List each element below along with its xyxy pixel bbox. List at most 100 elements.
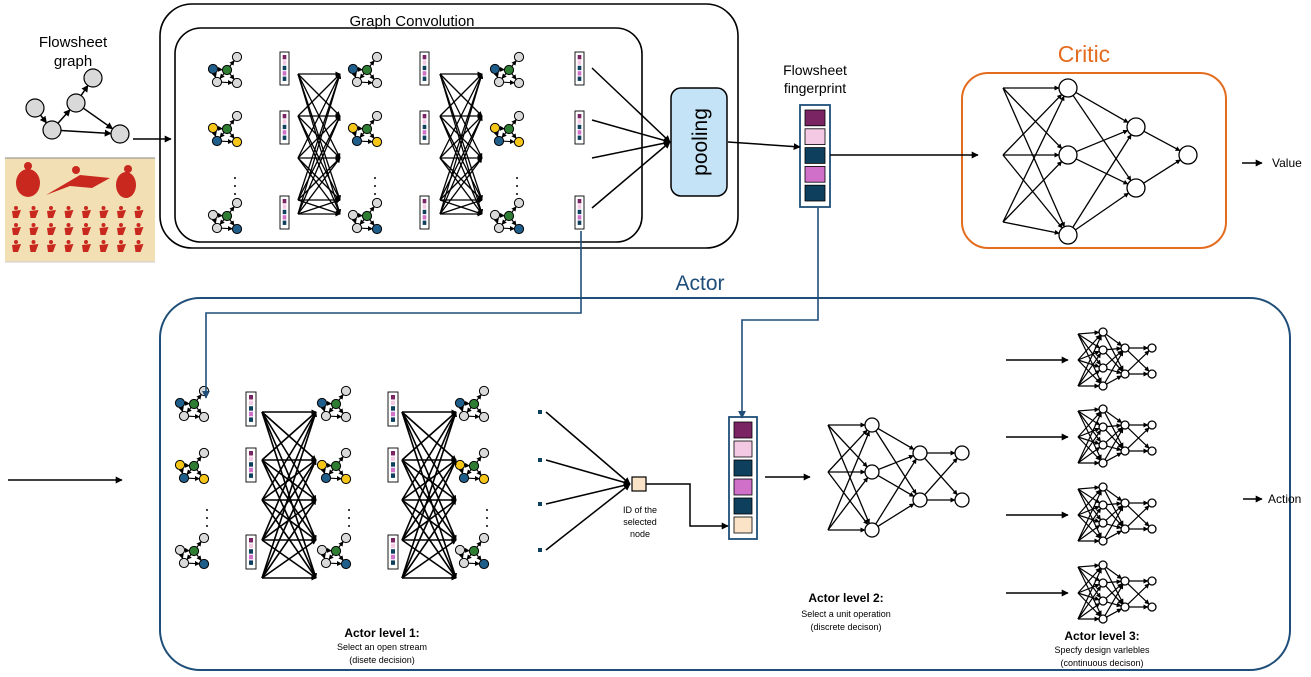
vector-cell xyxy=(249,451,253,456)
graph-edge xyxy=(211,72,217,79)
net-edge xyxy=(1075,91,1129,124)
actor-level3-network xyxy=(1077,482,1157,546)
vector-cell xyxy=(733,459,753,477)
vector-cell xyxy=(391,451,395,456)
node-feature-vector xyxy=(387,391,399,427)
graph-edge xyxy=(229,132,235,139)
vector-cell xyxy=(249,554,253,560)
graph-edge xyxy=(229,60,235,67)
vector-cell xyxy=(249,549,253,554)
figure-body xyxy=(82,227,91,235)
vector-cell xyxy=(577,124,582,130)
graph-edge xyxy=(320,553,326,560)
node-feature-vector xyxy=(574,110,585,145)
figure-head xyxy=(49,223,53,227)
vector-cell xyxy=(422,71,427,76)
output-cell xyxy=(538,410,542,414)
graph-edge xyxy=(369,206,375,213)
vector-cell xyxy=(282,55,287,60)
figure-body xyxy=(29,244,39,252)
net-edge xyxy=(1127,505,1150,527)
graph-edge xyxy=(493,218,499,225)
graph-node xyxy=(198,385,210,397)
graph-edge xyxy=(229,219,235,226)
vector-cell xyxy=(249,543,253,549)
net-edge xyxy=(1106,423,1122,429)
net-edge xyxy=(924,457,958,496)
net-edge xyxy=(1077,566,1101,582)
graph-node xyxy=(42,120,62,140)
dot xyxy=(374,185,376,187)
graph-edge xyxy=(80,84,89,96)
vector-cell xyxy=(422,65,427,71)
graph-node xyxy=(503,64,515,76)
connection xyxy=(401,459,457,541)
graph-node xyxy=(351,222,363,234)
figure-body xyxy=(29,227,39,235)
net-edge xyxy=(1106,601,1122,608)
actor-mini-graph xyxy=(174,385,210,423)
node-feature-vector xyxy=(279,195,290,230)
neuron xyxy=(1178,145,1198,165)
graph-edge xyxy=(361,80,373,86)
net-edge xyxy=(1077,583,1100,594)
graph-node xyxy=(347,209,359,221)
graph-edge xyxy=(511,219,517,226)
graph-node xyxy=(207,122,219,134)
graph-node xyxy=(340,532,352,544)
vector-cell xyxy=(733,440,753,458)
net-edge xyxy=(1143,130,1181,152)
vector-cell xyxy=(282,114,287,119)
net-edge xyxy=(1077,514,1101,539)
graph-convolution-title: Graph Convolution xyxy=(349,13,474,30)
graph-edge xyxy=(466,554,472,560)
graph-node xyxy=(188,398,200,410)
net-edge xyxy=(1106,346,1122,352)
actor-dense-2 xyxy=(401,409,457,581)
graph-node xyxy=(371,77,383,89)
graph-edge xyxy=(511,206,517,213)
actor-ellipsis xyxy=(348,509,350,527)
net-edge xyxy=(1077,334,1101,361)
connection xyxy=(261,411,317,541)
vector-cell xyxy=(577,220,582,225)
vector-cell xyxy=(391,462,395,467)
graph-node xyxy=(174,459,186,471)
vector-cell xyxy=(249,400,253,406)
martial-arts-photo xyxy=(5,157,155,263)
net-edge xyxy=(878,454,914,471)
graph-node xyxy=(468,398,480,410)
actor-level3-network xyxy=(1077,327,1157,391)
vector-cell xyxy=(391,417,395,422)
flow-arrows xyxy=(8,67,1263,597)
figure-head xyxy=(136,206,141,210)
graph-node xyxy=(231,223,243,235)
vector-cell xyxy=(733,478,753,496)
graph-edge xyxy=(178,468,184,475)
actor-level2-network xyxy=(827,417,970,538)
connection xyxy=(297,73,341,201)
graph-node xyxy=(320,557,332,569)
connection xyxy=(439,199,483,215)
graph-edge xyxy=(493,131,499,138)
graph-edge xyxy=(221,226,233,232)
vector-cell xyxy=(804,184,826,202)
graph-node xyxy=(221,64,233,76)
vector-cell xyxy=(391,473,395,478)
net-edge xyxy=(1105,333,1123,347)
vector-cell xyxy=(422,55,427,60)
net-edge xyxy=(1075,192,1130,231)
id-selected-node-label: ID of the selected node xyxy=(623,505,657,539)
net-edge xyxy=(1106,452,1122,462)
graph-node xyxy=(478,411,490,423)
figure-head xyxy=(66,240,71,244)
arrow xyxy=(545,483,631,551)
graph-edge xyxy=(186,554,192,560)
dot xyxy=(206,509,208,511)
dot xyxy=(206,525,208,527)
conv-dense-1 xyxy=(297,71,342,217)
graph-edge xyxy=(186,469,192,475)
feature-vectors xyxy=(245,51,831,570)
graph-edge xyxy=(468,476,480,482)
graph-edge xyxy=(369,73,375,80)
